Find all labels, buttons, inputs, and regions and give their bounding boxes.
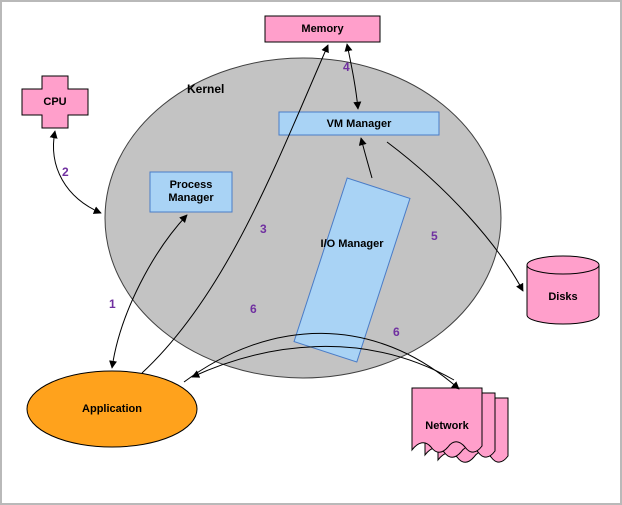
flow-arrows	[49, 43, 524, 390]
flow-arrow-4-memory-vm-manager	[344, 43, 362, 110]
memory-box	[264, 15, 381, 43]
flow-arrow-6-application-network	[183, 332, 460, 390]
network-document-front	[411, 387, 483, 453]
io-manager-box	[293, 177, 411, 363]
flow-arrow-1-application-process-manager	[109, 214, 188, 369]
application-ellipse	[26, 370, 198, 448]
cpu-shape	[21, 75, 89, 129]
process-manager-box	[149, 171, 233, 213]
disks-cylinder-top	[526, 255, 600, 275]
disks-cylinder	[526, 255, 600, 325]
flow-arrow-6-return-application	[191, 345, 455, 381]
network-documents	[411, 387, 509, 463]
disks-cylinder-body	[526, 265, 600, 325]
vm-manager-box	[278, 111, 440, 136]
flow-arrow-5-to-disks	[386, 141, 524, 292]
flow-arrow-3-application-memory	[141, 44, 329, 374]
flow-arrow-2-cpu-kernel	[49, 130, 102, 214]
flow-arrow-io-manager-vm-manager	[358, 137, 373, 179]
